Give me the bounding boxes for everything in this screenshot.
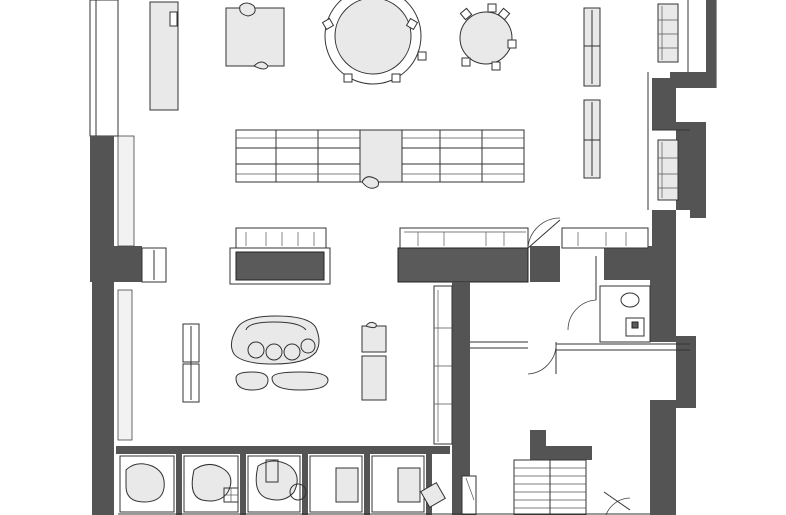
round-table-large [321, 0, 427, 85]
long-bench-tables [235, 129, 525, 189]
round-table-small [459, 3, 517, 71]
interior-wall-center [433, 246, 560, 515]
door-main [527, 217, 561, 249]
lounge-sofa-cluster [182, 315, 387, 403]
staircase [461, 430, 631, 515]
square-table [225, 2, 285, 70]
counter-top-left [149, 1, 179, 111]
exterior-wall-east [604, 0, 717, 515]
door-corridor [470, 341, 690, 375]
exterior-wall-west [89, 0, 167, 515]
meeting-booths [116, 446, 450, 515]
shelves-right [583, 3, 679, 201]
counter-mid-left [229, 227, 331, 285]
restroom [567, 256, 651, 343]
counter-mid-right [397, 227, 649, 283]
